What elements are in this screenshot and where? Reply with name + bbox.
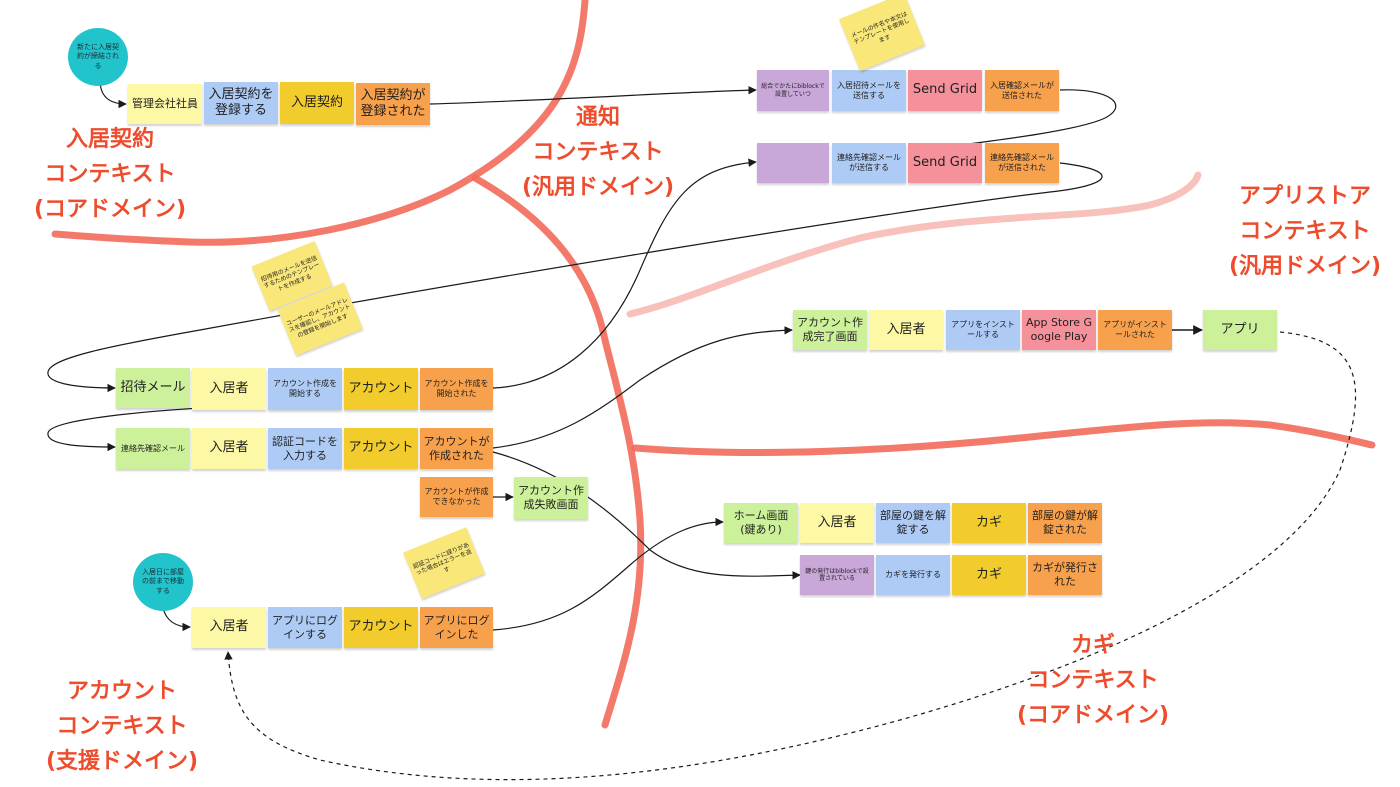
context-label-appstore: アプリストア コンテキスト (汎用ドメイン) [1212, 179, 1398, 285]
context-label-line: (汎用ドメイン) [1228, 254, 1382, 280]
context-label-line: (支援ドメイン) [45, 749, 199, 775]
trigger-move-in[interactable]: 入居日に部屋の前まで移動する [133, 553, 193, 611]
note-event-account-created[interactable]: アカウントが作成された [420, 428, 493, 469]
note-aggregate-account-2[interactable]: アカウント [344, 428, 418, 469]
note-event-logged-in[interactable]: アプリにログインした [420, 607, 493, 648]
context-label-line: コンテキスト [1239, 219, 1371, 245]
note-aggregate-contract[interactable]: 入居契約 [280, 82, 354, 124]
note-command-register-contract[interactable]: 入居契約を登録する [204, 82, 278, 124]
note-system-sendgrid-1[interactable]: Send Grid [908, 70, 982, 111]
connector-loggedin-to-home [492, 517, 724, 631]
note-event-unlocked[interactable]: 部屋の鍵が解錠された [1028, 503, 1102, 543]
connector-loop-to-renraku-mail [47, 404, 261, 452]
note-view-home-screen[interactable]: ホーム画面 (鍵あり) [724, 503, 798, 543]
context-label-line: 通知 [575, 105, 620, 130]
note-command-login[interactable]: アプリにログインする [268, 607, 342, 648]
context-label-keiyaku: 入居契約 コンテキスト (コアドメイン) [20, 122, 200, 228]
note-command-enter-code[interactable]: 認証コードを入力する [268, 428, 342, 469]
connector-created-to-kagi-policy [492, 451, 801, 580]
note-actor-resident-3[interactable]: 入居者 [192, 607, 266, 648]
boundary-line-center [471, 174, 645, 729]
connector-sent-loop [959, 89, 1117, 146]
context-label-line: カギ [1070, 633, 1115, 658]
note-system-app-store[interactable]: App Store Google Play [1022, 310, 1096, 350]
note-event-kagi-issued[interactable]: カギが発行された [1028, 555, 1102, 595]
context-label-line: (コアドメイン) [1016, 703, 1170, 729]
note-actor-resident-2[interactable]: 入居者 [192, 428, 266, 469]
connector-registered-to-policy [429, 86, 757, 105]
note-policy-invite[interactable]: 総合でかたにbiblockで設置していつ [757, 70, 829, 111]
note-view-contact-mail[interactable]: 連絡先確認メール [116, 428, 190, 469]
note-event-account-started[interactable]: アカウント作成を開始された [420, 368, 493, 410]
connector-sent-to-invite [47, 162, 1103, 393]
dashed-connector-app-to-login [224, 331, 1357, 781]
note-policy-contact[interactable] [757, 143, 829, 183]
context-label-tsuchi: 通知 コンテキスト (汎用ドメイン) [508, 100, 688, 206]
note-actor-resident-4[interactable]: 入居者 [869, 310, 943, 350]
note-view-account-done-screen[interactable]: アカウント作成完了画面 [793, 310, 867, 350]
note-policy-kagi[interactable]: 鍵の発行はbiblockで設置されている [800, 555, 874, 595]
note-event-contact-sent[interactable]: 連絡先確認メールが送信された [985, 143, 1059, 183]
note-system-sendgrid-2[interactable]: Send Grid [908, 143, 982, 183]
context-label-line: 入居契約 [65, 127, 154, 152]
note-view-app[interactable]: アプリ [1203, 310, 1277, 350]
context-label-line: アカウント [66, 679, 177, 704]
note-command-send-contact[interactable]: 連絡先確認メールが送信する [832, 143, 906, 183]
boundary-line-keiyaku [51, 0, 589, 246]
note-command-issue-kagi[interactable]: カギを発行する [876, 555, 950, 595]
note-command-unlock[interactable]: 部屋の鍵を解錠する [876, 503, 950, 543]
note-aggregate-account-1[interactable]: アカウント [344, 368, 418, 410]
note-command-start-account[interactable]: アカウント作成を開始する [268, 368, 342, 410]
context-label-line: (コアドメイン) [33, 197, 187, 223]
note-aggregate-kagi-2[interactable]: カギ [952, 555, 1026, 595]
note-actor-resident-5[interactable]: 入居者 [800, 503, 874, 543]
context-label-account: アカウント コンテキスト (支援ドメイン) [32, 674, 212, 780]
context-label-line: コンテキスト [1027, 668, 1159, 694]
note-command-install-app[interactable]: アプリをインストールする [946, 310, 1020, 350]
note-view-invite-mail[interactable]: 招待メール [116, 368, 190, 408]
note-aggregate-account-3[interactable]: アカウント [344, 607, 418, 648]
context-label-line: コンテキスト [56, 714, 188, 740]
connector-started-to-renraku [492, 158, 757, 389]
note-view-account-failed-screen[interactable]: アカウント作成失敗画面 [514, 477, 588, 519]
note-aggregate-kagi-1[interactable]: カギ [952, 503, 1026, 543]
note-actor-manager[interactable]: 管理会社社員 [128, 84, 202, 124]
context-label-line: アプリストア [1238, 184, 1371, 209]
boundary-line-appstore [626, 171, 1202, 318]
context-label-line: コンテキスト [532, 140, 664, 166]
note-command-send-invite[interactable]: 入居招待メールを送信する [832, 70, 906, 111]
note-actor-resident-1[interactable]: 入居者 [192, 368, 266, 410]
note-event-contract-registered[interactable]: 入居契約が登録された [356, 83, 430, 125]
context-label-line: (汎用ドメイン) [521, 175, 675, 201]
context-label-line: コンテキスト [44, 162, 176, 188]
boundary-line-kagi [631, 419, 1376, 457]
note-event-account-failed[interactable]: アカウントが作成できなかった [420, 477, 493, 517]
note-event-invite-sent[interactable]: 入居確認メールが送信された [985, 70, 1059, 111]
connector-trigger-to-resident3 [162, 607, 191, 632]
connector-created-to-done-screen [492, 326, 793, 449]
note-event-app-installed[interactable]: アプリがインストールされた [1098, 310, 1172, 350]
trigger-contract-signed[interactable]: 新たに入居契約が締結される [68, 28, 128, 86]
context-label-kagi: カギ コンテキスト (コアドメイン) [1000, 628, 1186, 734]
